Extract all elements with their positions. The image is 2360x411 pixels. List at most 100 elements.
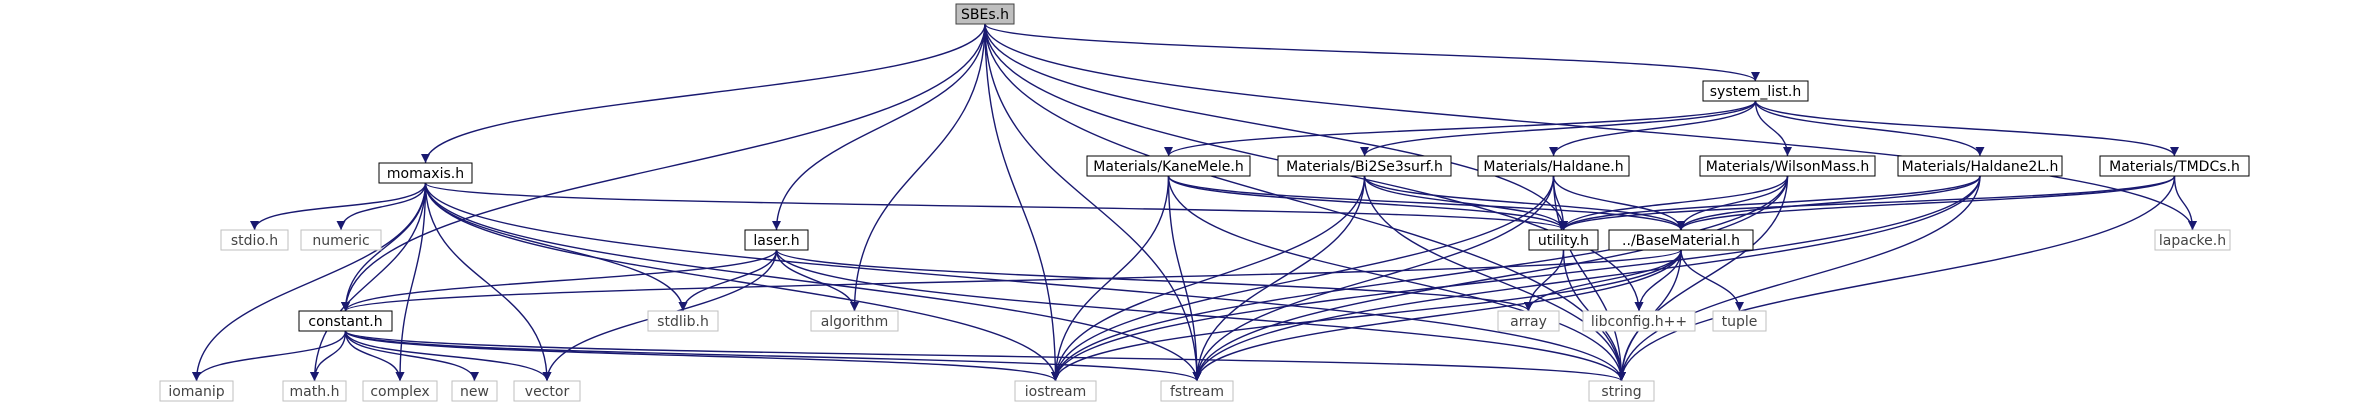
- edge-constant-to-math: [310, 330, 347, 382]
- edge-laser-to-algorithm: [775, 249, 859, 312]
- node-label: Materials/WilsonMass.h: [1706, 159, 1870, 175]
- node-tuple: tuple: [1712, 310, 1767, 332]
- node-box: [2154, 229, 2231, 251]
- node-materials-tmdcs-h[interactable]: Materials/TMDCs.h: [2099, 155, 2250, 177]
- edge-sbes-to-laser: [772, 23, 986, 231]
- node-iomanip: iomanip: [159, 380, 234, 402]
- node-stdlib-h: stdlib.h: [647, 310, 719, 332]
- node-label: new: [460, 384, 489, 400]
- node-laser-h[interactable]: laser.h: [744, 229, 809, 251]
- edge-haldane-to-iostream: [1051, 175, 1555, 382]
- node-label: lapacke.h: [2159, 233, 2226, 249]
- edge-momaxis-to-string: [424, 182, 1626, 382]
- edge-constant-to-vector: [344, 330, 552, 382]
- edge-kanemele-to-string: [1167, 175, 1626, 382]
- node-label: math.h: [290, 384, 340, 400]
- edge-laser-to-stdlib: [678, 249, 778, 312]
- node-string: string: [1588, 380, 1655, 402]
- node-label: Materials/Haldane.h: [1483, 159, 1623, 175]
- node-label: stdio.h: [231, 233, 278, 249]
- node-box: [220, 229, 289, 251]
- node-system-list-h[interactable]: system_list.h: [1702, 80, 1809, 102]
- edge-basematerial-to-libconfig: [1634, 249, 1682, 312]
- node-box: [300, 229, 382, 251]
- edge-sbes-to-utility: [984, 23, 1568, 231]
- edge-system_list-to-bi2se3: [1360, 100, 1757, 157]
- edge-constant-to-iomanip: [192, 330, 347, 382]
- edge-system_list-to-haldane: [1549, 100, 1757, 157]
- node-label: complex: [370, 384, 429, 400]
- node-label: algorithm: [821, 314, 889, 330]
- node-box: [1582, 310, 1696, 332]
- node-materials-haldane-h[interactable]: Materials/Haldane.h: [1477, 155, 1630, 177]
- node-basematerial-h[interactable]: ../BaseMaterial.h: [1608, 229, 1754, 251]
- node-label: Materials/TMDCs.h: [2109, 159, 2240, 175]
- node-constant-h[interactable]: constant.h: [298, 310, 393, 332]
- edge-system_list-to-haldane2l: [1754, 100, 1985, 157]
- node-box: [1277, 155, 1452, 177]
- edge-haldane2l-to-fstream: [1192, 175, 1981, 382]
- edge-wilson-to-fstream: [1192, 175, 1789, 382]
- node-label: constant.h: [308, 314, 382, 330]
- node-array: array: [1497, 310, 1560, 332]
- node-sbes-h[interactable]: SBEs.h: [955, 3, 1015, 25]
- edge-kanemele-to-basematerial: [1167, 175, 1686, 231]
- edge-haldane-to-basematerial: [1552, 175, 1686, 231]
- node-box: [1699, 155, 1876, 177]
- node-label: utility.h: [1538, 233, 1589, 249]
- edge-system_list-to-tmdcs: [1754, 100, 2179, 157]
- node-label: Materials/KaneMele.h: [1093, 159, 1243, 175]
- edge-constant-to-iostream: [344, 330, 1060, 382]
- node-label: iomanip: [168, 384, 224, 400]
- edge-momaxis-to-stdio: [250, 182, 427, 231]
- node-box: [1608, 229, 1754, 251]
- edge-kanemele-to-utility: [1167, 175, 1568, 231]
- node-vector: vector: [513, 380, 581, 402]
- node-box: [159, 380, 234, 402]
- node-materials-haldane2l-h[interactable]: Materials/Haldane2L.h: [1897, 155, 2063, 177]
- edge-sbes-to-system_list: [984, 23, 1760, 82]
- node-utility-h[interactable]: utility.h: [1528, 229, 1599, 251]
- node-materials-wilsonmass-h[interactable]: Materials/WilsonMass.h: [1699, 155, 1876, 177]
- node-label: vector: [525, 384, 570, 400]
- edge-momaxis-to-iostream: [424, 182, 1060, 382]
- node-new: new: [451, 380, 498, 402]
- node-label: tuple: [1722, 314, 1758, 330]
- node-libconfig-h: libconfig.h++: [1582, 310, 1696, 332]
- node-box: [1086, 155, 1251, 177]
- node-box: [1588, 380, 1655, 402]
- node-materials-kanemele-h[interactable]: Materials/KaneMele.h: [1086, 155, 1251, 177]
- edge-tmdcs-to-utility: [1559, 175, 2176, 231]
- node-box: [1014, 380, 1097, 402]
- node-box: [744, 229, 809, 251]
- node-box: [451, 380, 498, 402]
- node-box: [1897, 155, 2063, 177]
- nodes-layer: SBEs.h system_list.h momaxis.h laser.h Mater…: [159, 3, 2250, 402]
- node-box: [810, 310, 899, 332]
- node-box: [955, 3, 1015, 25]
- edge-laser-to-array: [775, 249, 1533, 312]
- edge-tmdcs-to-string: [1617, 175, 2176, 382]
- node-box: [1497, 310, 1560, 332]
- node-box: [1160, 380, 1234, 402]
- edge-sbes-to-algorithm: [850, 23, 986, 312]
- node-box: [1702, 80, 1809, 102]
- node-box: [1528, 229, 1599, 251]
- edge-momaxis-to-complex: [395, 182, 427, 382]
- node-label: numeric: [312, 233, 369, 249]
- edge-constant-to-new: [344, 330, 479, 382]
- node-label: Materials/Haldane2L.h: [1902, 159, 2059, 175]
- node-momaxis-h[interactable]: momaxis.h: [378, 162, 473, 184]
- edge-haldane2l-to-basematerial: [1676, 175, 1981, 231]
- edge-kanemele-to-fstream: [1167, 175, 1202, 382]
- edge-system_list-to-kanemele: [1164, 100, 1757, 157]
- edge-constant-to-string: [344, 330, 1626, 382]
- node-lapacke-h: lapacke.h: [2154, 229, 2231, 251]
- edge-laser-to-string: [775, 249, 1626, 382]
- node-box: [1712, 310, 1767, 332]
- node-materials-bi2se3surf-h[interactable]: Materials/Bi2Se3surf.h: [1277, 155, 1452, 177]
- edge-bi2se3-to-utility: [1363, 175, 1568, 231]
- node-label: string: [1601, 384, 1641, 400]
- node-label: array: [1510, 314, 1547, 330]
